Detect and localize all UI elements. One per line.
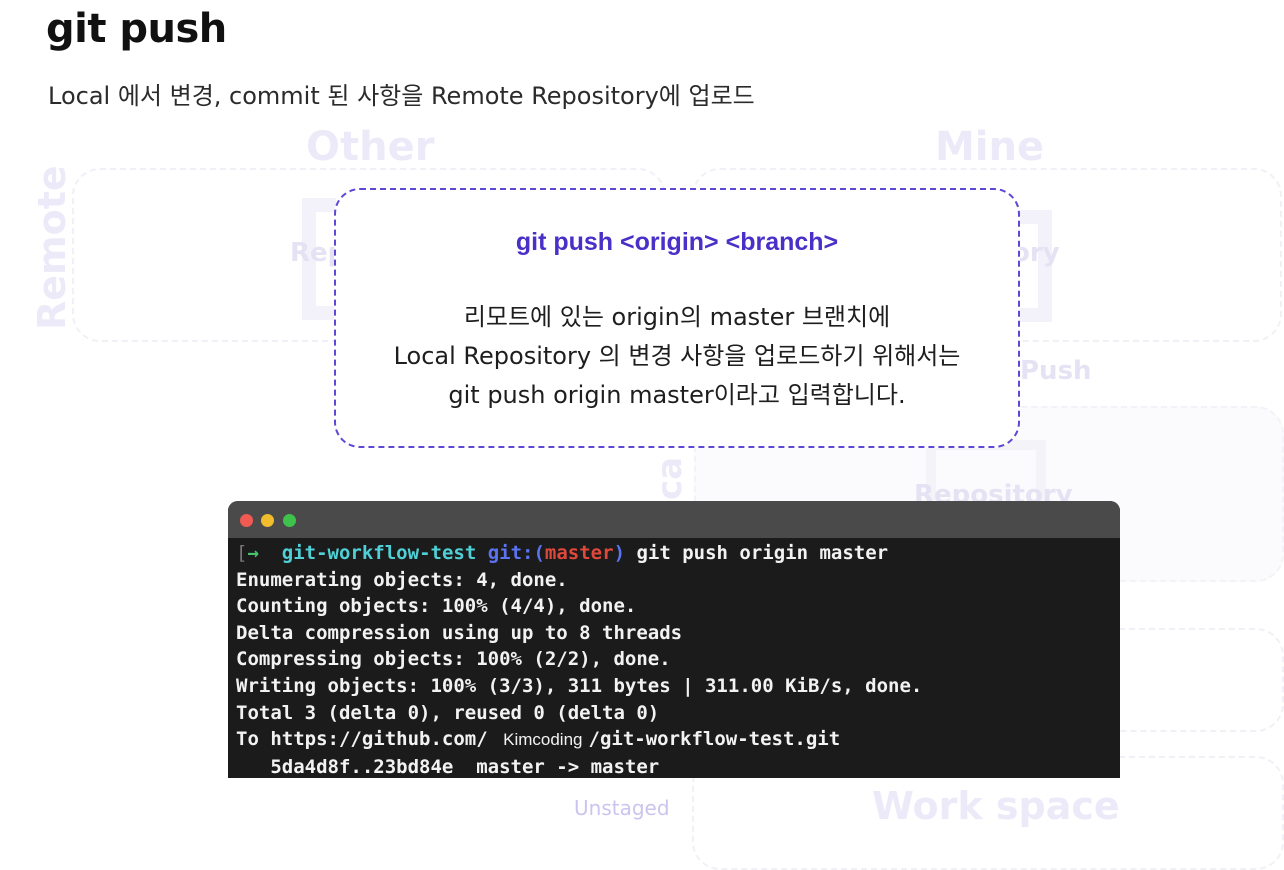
- slide-subtitle: Local 에서 변경, commit 된 사항을 Remote Reposit…: [48, 82, 755, 110]
- callout-line-3: git push origin master이라고 입력합니다.: [448, 381, 906, 409]
- terminal-line: Counting objects: 100% (4/4), done.: [236, 595, 637, 618]
- remote-url-prefix: To https://github.com/: [236, 728, 488, 751]
- maximize-window-icon[interactable]: [283, 514, 296, 527]
- push-arrow-label: Push: [1020, 356, 1092, 386]
- prompt-git: git:(: [487, 542, 545, 564]
- terminal-remote-line: To https://github.com/ Kimcoding/git-wor…: [236, 726, 1120, 754]
- row-title-local: ca: [650, 456, 690, 500]
- workspace-label: Work space: [872, 784, 1120, 828]
- terminal-line: Writing objects: 100% (3/3), 311 bytes |…: [236, 674, 923, 697]
- terminal-output: [→ git-workflow-test git:(master) git pu…: [228, 538, 1120, 778]
- terminal-line: Total 3 (delta 0), reused 0 (delta 0): [236, 701, 660, 724]
- slide-title: git push: [46, 6, 227, 52]
- callout-line-2: Local Repository 의 변경 사항을 업로드하기 위해서는: [393, 342, 961, 370]
- unstaged-label: Unstaged: [574, 796, 670, 820]
- callout-description: 리모트에 있는 origin의 master 브랜치에 Local Reposi…: [336, 298, 1018, 415]
- prompt-bracket: [: [236, 542, 248, 564]
- minimize-window-icon[interactable]: [261, 514, 274, 527]
- prompt-command: git push origin master: [636, 542, 889, 564]
- prompt-close-paren: ): [613, 542, 626, 564]
- prompt-arrow-icon: →: [247, 542, 259, 564]
- terminal-line: 5da4d8f..23bd84e master -> master: [236, 755, 660, 778]
- command-callout: git push <origin> <branch> 리모트에 있는 origi…: [334, 188, 1020, 448]
- callout-command: git push <origin> <branch>: [515, 228, 839, 256]
- terminal-line: Delta compression using up to 8 threads: [236, 621, 683, 644]
- column-title-other: Other: [306, 124, 435, 170]
- terminal-line: Compressing objects: 100% (2/2), done.: [236, 648, 671, 671]
- terminal-window: [→ git-workflow-test git:(master) git pu…: [228, 501, 1120, 778]
- repo-left-bracket: [302, 198, 336, 320]
- row-title-remote: Remote: [30, 165, 74, 330]
- repo-right-bracket: [1020, 210, 1052, 322]
- prompt-directory: git-workflow-test: [281, 542, 477, 564]
- terminal-line: Enumerating objects: 4, done.: [236, 568, 568, 591]
- column-title-mine: Mine: [935, 124, 1045, 170]
- callout-line-1: 리모트에 있는 origin의 master 브랜치에: [463, 303, 891, 331]
- remote-url-suffix: /git-workflow-test.git: [588, 728, 841, 751]
- terminal-title-bar: [228, 501, 1120, 538]
- terminal-prompt-line: [→ git-workflow-test git:(master) git pu…: [236, 540, 1120, 567]
- prompt-branch: master: [544, 542, 614, 564]
- remote-username: Kimcoding: [503, 730, 583, 750]
- close-window-icon[interactable]: [240, 514, 253, 527]
